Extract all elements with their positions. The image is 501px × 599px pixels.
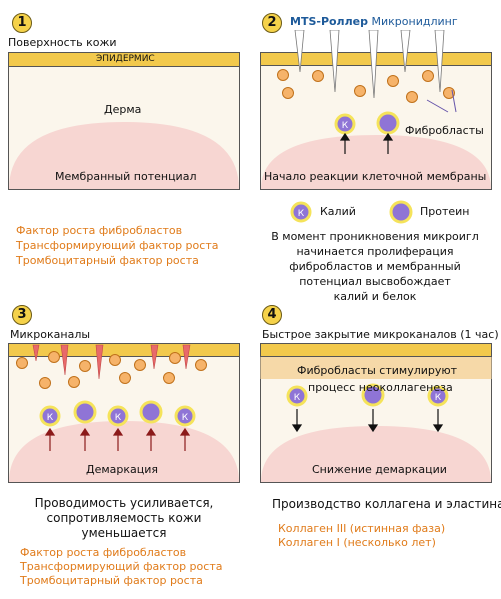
upward-arrows xyxy=(339,132,394,154)
upward-arrows xyxy=(44,427,191,451)
fibroblast-pointer xyxy=(426,89,457,113)
step-badge-4: 4 xyxy=(262,305,282,325)
protein-molecule xyxy=(139,400,163,424)
epidermis-label: ЭПИДЕРМИС xyxy=(96,54,155,64)
panel-2-title: MTS-Роллер Микронидлинг xyxy=(290,15,458,28)
svg-text:К: К xyxy=(342,121,349,131)
panel-1-title: Поверхность кожи xyxy=(8,36,117,49)
description-line: сопротивляемость кожи xyxy=(46,511,202,525)
mts-roller-brand: MTS-Роллер xyxy=(290,15,369,28)
panel-3-description: Проводимость усиливается, сопротивляемос… xyxy=(6,496,242,541)
needle xyxy=(294,30,305,73)
panel-4-title: Быстрое закрытие микроканалов (1 час) xyxy=(262,328,499,341)
panel-3-factor-2: Трансформирующий фактор роста xyxy=(20,560,223,573)
potassium-ion xyxy=(427,385,449,407)
microneedling-label: Микронидлинг xyxy=(371,15,458,28)
collagen-3-line: Коллаген III (истинная фаза) xyxy=(278,522,446,535)
protein-legend-icon xyxy=(389,200,413,224)
membrane-dome xyxy=(261,426,491,482)
protein-molecule xyxy=(361,383,385,407)
panel-1-skin-diagram xyxy=(8,52,240,190)
panel-3-factor-3: Тромбоцитарный фактор роста xyxy=(20,574,203,587)
potassium-ion xyxy=(286,385,308,407)
svg-text:К: К xyxy=(294,393,301,403)
panel-3-skin-diagram: К К К xyxy=(8,343,240,483)
step-badge-3: 3 xyxy=(12,305,32,325)
membrane-potential-label: Мембранный потенциал xyxy=(55,170,197,183)
svg-text:К: К xyxy=(47,413,54,423)
potassium-ion xyxy=(174,405,196,427)
microneedles xyxy=(294,30,445,99)
potassium-ion xyxy=(39,405,61,427)
membrane-dome xyxy=(261,135,491,189)
needle xyxy=(400,30,411,73)
description-line: калий и белок xyxy=(333,290,417,303)
banner-band xyxy=(260,357,492,379)
panel-1-factor-1: Фактор роста фибробластов xyxy=(16,224,183,237)
description-line: начинается пролиферация xyxy=(296,245,454,258)
potassium-ion xyxy=(107,405,129,427)
panel-3-title: Микроканалы xyxy=(10,328,91,341)
needle xyxy=(329,30,340,93)
needle xyxy=(368,30,379,99)
protein-molecule xyxy=(376,111,400,135)
microchannels xyxy=(32,344,191,380)
step-badge-1: 1 xyxy=(12,13,32,33)
epidermis-layer xyxy=(8,52,240,67)
panel-4-skin-diagram: К К xyxy=(260,343,492,483)
fibroblast-cells xyxy=(277,69,455,103)
panel-2-description: В момент проникновения микроигл начинает… xyxy=(255,229,495,304)
membrane-dome xyxy=(9,122,239,189)
dermis-label: Дерма xyxy=(104,103,142,116)
description-line: Проводимость усиливается, xyxy=(34,496,214,510)
panel-1-factor-3: Тромбоцитарный фактор роста xyxy=(16,254,199,267)
downward-arrows xyxy=(291,409,444,433)
panel-1-factor-2: Трансформирующий фактор роста xyxy=(16,239,219,252)
reduced-demarcation-label: Снижение демаркации xyxy=(312,463,447,476)
collagen-1-line: Коллаген I (несколько лет) xyxy=(278,536,436,549)
svg-text:К: К xyxy=(182,413,189,423)
description-line: фибробластов и мембранный xyxy=(289,260,461,273)
membrane-dome xyxy=(9,421,239,482)
svg-text:К: К xyxy=(298,209,305,219)
panel-2-membrane-label: Начало реакции клеточной мембраны xyxy=(264,170,487,183)
protein-molecule xyxy=(73,400,97,424)
panel-4-banner: Фибробласты стимулируют xyxy=(297,364,458,377)
description-line: В момент проникновения микроигл xyxy=(271,230,479,243)
demarcation-label: Демаркация xyxy=(86,463,159,476)
epidermis-layer xyxy=(8,343,240,357)
step-badge-2: 2 xyxy=(262,13,282,33)
potassium-legend-label: Калий xyxy=(320,205,356,218)
potassium-legend-icon: К xyxy=(290,201,312,223)
panel-3-factor-1: Фактор роста фибробластов xyxy=(20,546,187,559)
needle xyxy=(434,30,445,93)
fibroblast-cells xyxy=(16,351,207,389)
description-line: уменьшается xyxy=(81,526,167,540)
fibroblasts-label: Фибробласты xyxy=(405,124,484,137)
protein-legend-label: Протеин xyxy=(420,205,470,218)
panel-2-skin-diagram: К xyxy=(260,30,492,190)
collagen-production-label: Производство коллагена и эластина xyxy=(272,497,501,511)
panel-4-subbanner: процесс неоколлагенеза xyxy=(308,381,453,394)
svg-text:К: К xyxy=(435,393,442,403)
epidermis-layer xyxy=(260,343,492,357)
description-line: потенциал высвобождает xyxy=(299,275,451,288)
svg-text:К: К xyxy=(115,413,122,423)
